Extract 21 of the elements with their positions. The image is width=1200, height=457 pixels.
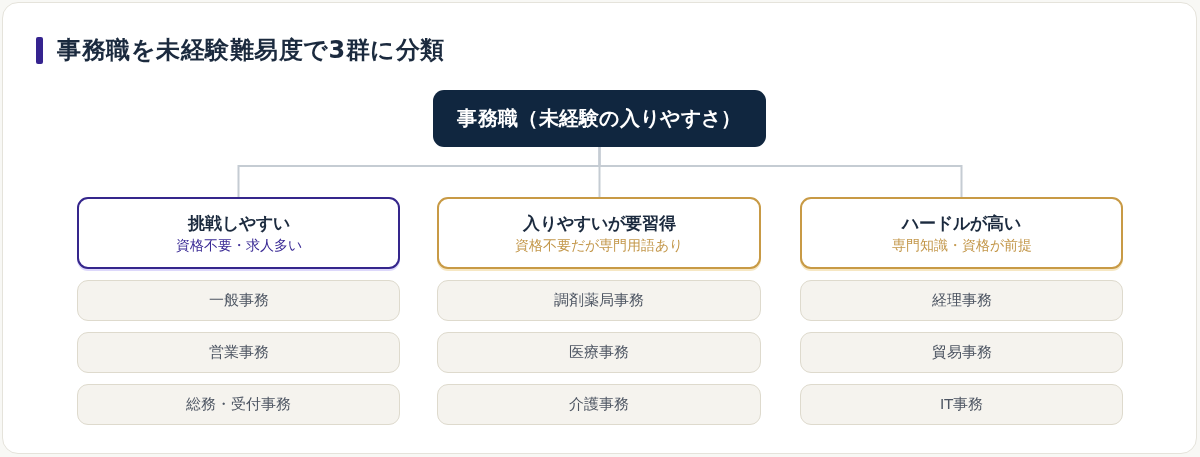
job-box: 医療事務	[437, 332, 761, 373]
category-heading: 入りやすいが要習得	[522, 212, 676, 234]
job-box: 総務・受付事務	[77, 384, 400, 425]
job-box: 貿易事務	[800, 332, 1123, 373]
job-box: 一般事務	[77, 280, 400, 321]
job-box: 介護事務	[437, 384, 761, 425]
category-heading: 挑戦しやすい	[187, 212, 290, 234]
category-box	[800, 197, 1123, 269]
job-box: 営業事務	[77, 332, 400, 373]
root-box: 事務職（未経験の入りやすさ）	[433, 90, 766, 147]
category-box	[77, 197, 400, 269]
title: 事務職を未経験難易度で3群に分類	[57, 35, 445, 66]
job-box: 経理事務	[800, 280, 1123, 321]
job-box: IT事務	[800, 384, 1123, 425]
connector-line	[598, 146, 963, 198]
job-box: 調剤薬局事務	[437, 280, 761, 321]
category-heading: ハードルが高い	[902, 212, 1021, 234]
category-subtitle: 専門知識・資格が前提	[891, 236, 1032, 254]
category-box	[437, 197, 761, 269]
category-subtitle: 資格不要・求人多い	[175, 236, 302, 254]
category-subtitle: 資格不要だが専門用語あり	[515, 236, 683, 254]
